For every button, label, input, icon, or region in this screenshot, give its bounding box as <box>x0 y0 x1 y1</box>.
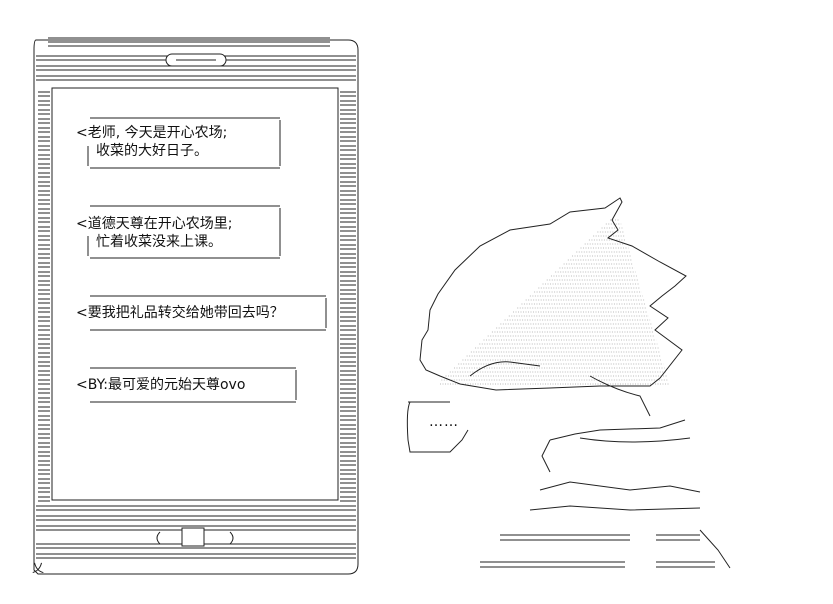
bubble-pointer: < <box>76 377 88 393</box>
bubble-pointer: < <box>76 305 88 321</box>
phone-frame-icon: 乂 <box>32 37 359 575</box>
message-bubble-4: <BY:最可爱的元始天尊ovo <box>76 376 245 394</box>
bubble-frames <box>87 117 327 403</box>
girl-ascii-art-icon <box>406 197 731 569</box>
message-3-line-1: 要我把礼品转交给她带回去吗？ <box>87 305 284 321</box>
message-1-line-1: 老师, 今天是开心农场; <box>87 125 228 141</box>
svg-text:乂: 乂 <box>32 561 44 575</box>
message-1-line-2: 收菜的大好日子。 <box>96 143 208 159</box>
home-button-icon[interactable] <box>156 527 234 547</box>
message-bubble-1: <老师, 今天是开心农场; 收菜的大好日子。 <box>76 124 227 160</box>
speech-ellipsis: …… <box>429 414 459 430</box>
message-bubble-2: <道德天尊在开心农场里; 忙着收菜没来上课。 <box>76 215 232 251</box>
bubble-pointer: < <box>76 216 88 232</box>
bubble-pointer: < <box>76 125 88 141</box>
message-2-line-2: 忙着收菜没来上课。 <box>96 234 222 250</box>
speaker-slot-icon <box>165 53 227 67</box>
message-bubble-3: <要我把礼品转交给她带回去吗？ <box>76 304 284 322</box>
message-4-line-1: BY:最可爱的元始天尊ovo <box>87 377 246 393</box>
message-2-line-1: 道德天尊在开心农场里; <box>87 216 233 232</box>
